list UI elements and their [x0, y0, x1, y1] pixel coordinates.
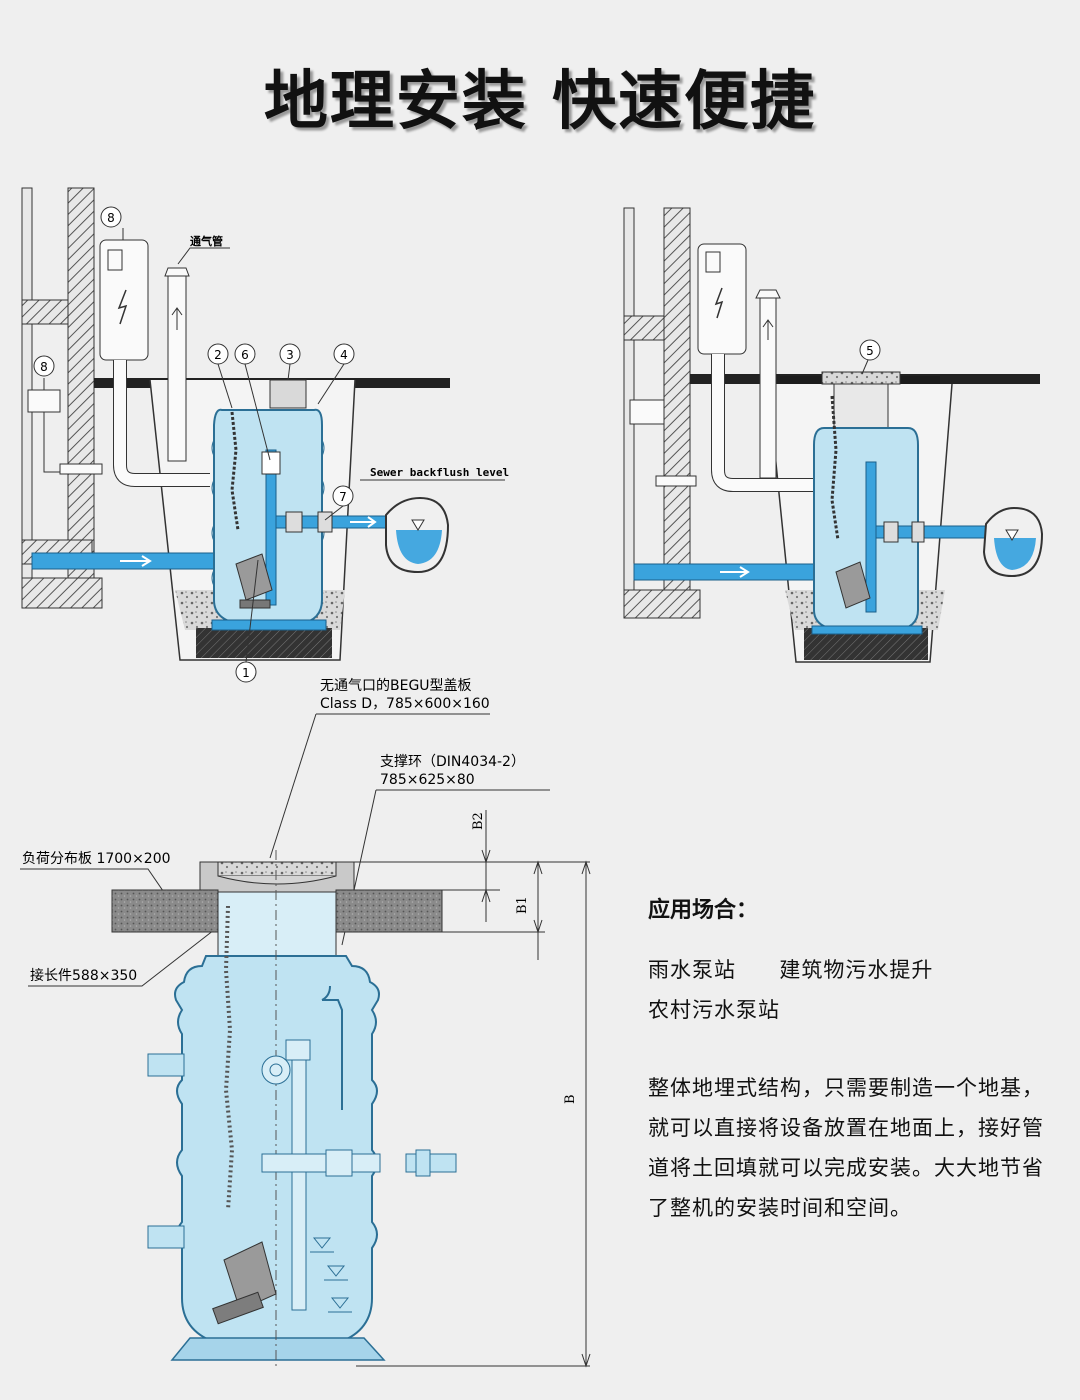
callout-1: 1 — [235, 661, 257, 683]
installation-diagram-1: 8 8 2 6 3 4 7 1 通气管 Sewer backflush leve… — [21, 187, 509, 683]
extension-label: 接长件588×350 — [30, 967, 137, 984]
callout-number: 3 — [286, 348, 294, 362]
callout-5: 5 — [859, 339, 881, 361]
dimension-b2: B2 — [471, 812, 486, 830]
lightning-icon — [117, 289, 128, 325]
loose-coupling — [405, 1153, 457, 1173]
control-cabinet — [697, 243, 747, 355]
page-title: 地理安装 快速便捷 — [263, 65, 817, 139]
floor-slab — [21, 299, 69, 325]
ring-label-line1: 支撑环（DIN4034-2） — [380, 754, 525, 770]
vent-cap — [164, 267, 190, 277]
sewer-water — [396, 530, 442, 564]
ring-label-line2: 785×625×80 — [380, 772, 475, 788]
callout-number: 8 — [40, 360, 48, 374]
manhole-cover — [821, 371, 901, 385]
riser-pipe — [291, 1049, 307, 1311]
tank-body — [174, 955, 380, 1343]
alarm-box — [629, 399, 665, 425]
callout-7: 7 — [332, 485, 354, 507]
backflush-level-label: Sewer backflush level — [370, 466, 509, 479]
callout-number: 8 — [107, 211, 115, 225]
extension-shaft — [833, 379, 889, 431]
submersible-pump — [835, 561, 871, 609]
submersible-pump — [235, 553, 273, 601]
callout-leaders — [43, 228, 345, 663]
vent-pipe-label: 通气管 — [190, 234, 223, 248]
application-rainwater-station: 雨水泵站 — [648, 958, 736, 982]
callout-4: 4 — [333, 343, 355, 365]
callout-2: 2 — [207, 343, 229, 365]
base-slab — [623, 589, 701, 619]
callout-number: 5 — [866, 344, 874, 358]
alarm-box — [27, 389, 61, 413]
callout-number: 2 — [214, 348, 222, 362]
flow-arrow — [120, 555, 152, 567]
vent-pipe — [167, 275, 187, 462]
floor-slab — [623, 315, 665, 341]
callout-number: 4 — [340, 348, 348, 362]
submersible-pump — [223, 1241, 277, 1311]
side-inlet-upper — [147, 1053, 185, 1077]
application-building-sewage-lift: 建筑物污水提升 — [779, 958, 934, 982]
tank-base-flange — [211, 619, 327, 631]
lightning-icon — [714, 287, 724, 319]
tank-dimension-diagram: 无通气口的BEGU型盖板 Class D，785×600×160 支撑环（DIN… — [20, 678, 591, 1370]
control-cabinet — [99, 239, 149, 361]
extension-piece — [217, 891, 337, 963]
callout-number: 1 — [242, 666, 250, 680]
installation-description: 整体地埋式结构，只需要制造一个地基，就可以直接将设备放置在地面上，接好管道将土回… — [648, 1076, 1044, 1220]
dimension-b1: B1 — [515, 896, 530, 914]
applications-line-1: 雨水泵站 建筑物污水提升 — [648, 954, 933, 984]
callout-2-8: 8 — [33, 355, 55, 377]
manhole-shaft — [269, 379, 307, 409]
dimension-b: B — [563, 1094, 578, 1104]
slab-label: 负荷分布板 1700×200 — [22, 851, 171, 867]
callout-number: 6 — [241, 348, 249, 362]
installation-diagram-2: 5 — [623, 207, 1044, 663]
water-level-marks — [310, 1237, 352, 1313]
building-wall — [67, 187, 95, 609]
vent-pointer — [177, 247, 230, 265]
tank-ribs — [211, 439, 325, 587]
building-wall — [663, 207, 691, 619]
applications-heading: 应用场合： — [648, 898, 759, 923]
dimension-lines — [354, 810, 591, 1368]
callout-number: 7 — [339, 490, 347, 504]
side-inlet-lower — [147, 1225, 185, 1249]
sewer-water — [994, 538, 1036, 570]
concrete-base — [196, 628, 332, 658]
valve-fitting — [261, 1055, 291, 1085]
tank-base-flange — [170, 1337, 386, 1361]
discharge-pipe — [261, 1153, 381, 1173]
callout-1-8: 8 — [100, 206, 122, 228]
callout-6: 6 — [234, 343, 256, 365]
cover-leader — [269, 713, 317, 859]
cover-label-line2: Class D，785×600×160 — [320, 696, 490, 712]
callout-3: 3 — [279, 343, 301, 365]
cover-gravel — [217, 861, 337, 877]
application-rural-sewage-station: 农村污水泵站 — [648, 998, 780, 1022]
base-slab — [21, 577, 103, 609]
cover-label-line1: 无通气口的BEGU型盖板 — [320, 678, 472, 694]
